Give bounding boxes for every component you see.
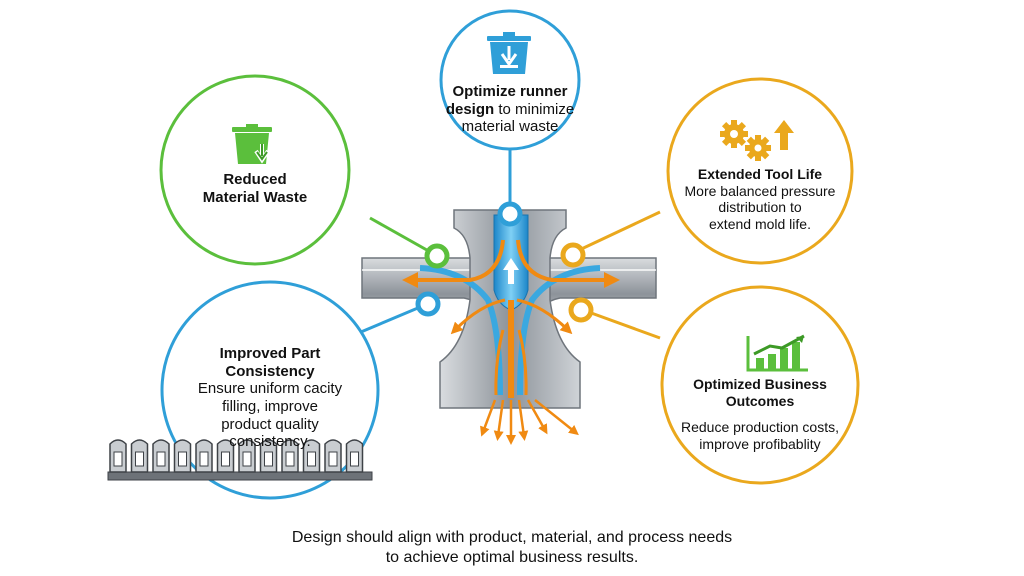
bubble-top-line3: material waste	[461, 118, 559, 136]
bubble-left-top	[159, 74, 351, 266]
molded-part-window	[199, 451, 209, 467]
molded-part-window	[264, 451, 273, 467]
molded-part-window	[113, 451, 123, 467]
bubble-top-text: Optimize runner design to minimize mater…	[430, 83, 590, 136]
bubble-top-title: Optimize runner	[452, 83, 568, 100]
bubble-right-top	[666, 77, 854, 265]
footer-line2: to achieve optimal business results.	[385, 548, 639, 566]
bubble-left-bottom-title1: Improved Part	[219, 345, 321, 362]
trash-down-icon-green	[232, 124, 272, 164]
node-left-bottom	[415, 291, 441, 317]
bubble-right-bottom	[660, 285, 860, 485]
gears-arrow-up-icon	[720, 120, 794, 161]
molded-part-window	[307, 451, 316, 467]
molded-parts-row-icon	[107, 439, 373, 481]
connector-right-bottom	[582, 308, 661, 340]
node-left-top	[424, 243, 450, 269]
molded-part-window	[350, 451, 359, 467]
bubble-right-top-text: Extended Tool Life More balanced pressur…	[670, 166, 850, 232]
node-right-bottom	[568, 297, 594, 323]
footer-caption: Design should align with product, materi…	[0, 528, 1024, 567]
footer-line1: Design should align with product, materi…	[291, 529, 733, 546]
molded-part-window	[285, 451, 295, 467]
runner-system-graphic	[361, 209, 657, 445]
node-top	[497, 201, 523, 227]
bubble-top	[439, 9, 581, 151]
bubble-right-bottom-title1: Optimized Business	[693, 376, 827, 392]
bubble-top-line2: design to minimize	[445, 100, 575, 118]
molded-part-window	[156, 451, 166, 467]
bubble-left-bottom-text: Improved Part Consistency Ensure uniform…	[165, 345, 375, 451]
node-right-top	[560, 242, 586, 268]
connector-nodes	[415, 201, 594, 323]
molded-part-window	[221, 451, 230, 467]
bubble-left-top-text: Reduced Material Waste	[202, 171, 308, 206]
bubble-right-top-title: Extended Tool Life	[697, 166, 823, 182]
connector-right-top	[574, 210, 661, 254]
molded-part-window	[242, 451, 252, 467]
molded-part-window	[135, 451, 144, 467]
molded-part-window	[178, 451, 187, 467]
connector-left-top	[369, 216, 435, 256]
trash-down-icon	[487, 32, 531, 74]
bubble-right-bottom-text: Optimized Business Outcomes Reduce produ…	[670, 376, 850, 452]
bubble-left-bottom	[160, 280, 380, 500]
bubble-right-bottom-title2: Outcomes	[725, 392, 795, 409]
molded-part-window	[328, 451, 338, 467]
bar-chart-growth-icon	[746, 334, 808, 372]
bubble-left-bottom-title2: Consistency	[225, 362, 315, 380]
